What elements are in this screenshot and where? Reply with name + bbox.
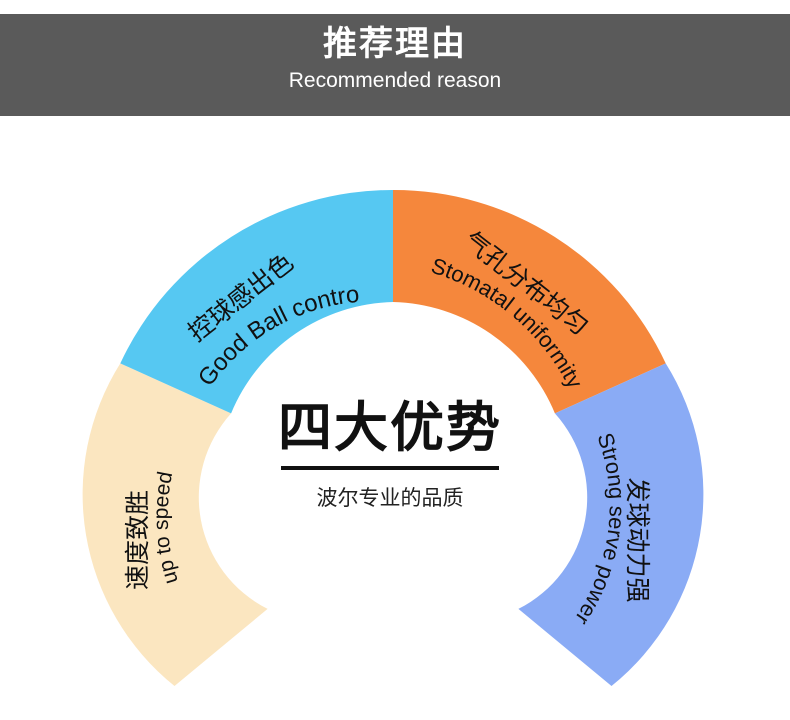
page-subtitle: Recommended reason <box>288 69 502 92</box>
segment-speed <box>82 363 268 686</box>
header-banner <box>0 14 790 116</box>
center-subtitle: 波尔专业的品质 <box>316 486 464 510</box>
segment-serve-power <box>518 363 704 686</box>
title-underline <box>281 466 499 470</box>
segment-label-cn: 发球动力强 <box>623 477 652 602</box>
page-title: 推荐理由 <box>323 24 467 64</box>
segment-ball-control <box>120 189 394 414</box>
segment-stomatal <box>393 189 666 414</box>
segment-label-cn: 速度致胜 <box>123 490 152 590</box>
center-title: 四大优势 <box>278 396 502 459</box>
